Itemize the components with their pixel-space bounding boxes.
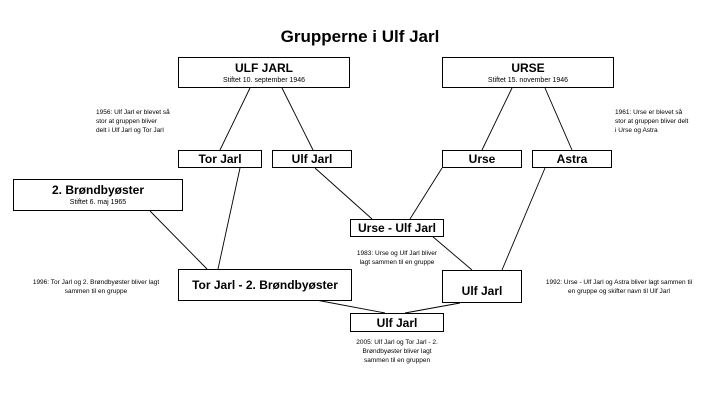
note-line: delt i Ulf Jarl og Tor Jarl (96, 127, 164, 134)
line-urse-urseulfjarl (409, 167, 443, 220)
box-founded: Stiftet 10. september 1946 (222, 76, 306, 84)
box-urse-mid: Urse (442, 150, 522, 168)
box-ulf-jarl-bottom: Ulf Jarl (350, 313, 444, 332)
note-line: 1961: Urse er blevet så (615, 109, 683, 116)
box-brondbyoster: 2. Brøndbyøster Stiftet 6. maj 1965 (13, 179, 183, 211)
note-line: i Urse og Astra (615, 127, 658, 134)
line-ulfjarl-urseulfjarl (314, 167, 373, 220)
line-astra-ulfjarlright (501, 167, 546, 271)
box-label: 2. Brøndbyøster (51, 183, 144, 197)
line-ulfjarlright-bottom (404, 302, 461, 314)
line-torjarl-merge (217, 167, 241, 270)
note-line: 1996: Tor Jarl og 2. Brøndbyøster bliver… (32, 279, 160, 286)
box-label: Astra (556, 152, 588, 166)
box-label: Tor Jarl - 2. Brøndbyøster (192, 278, 338, 292)
box-urse-top: URSE Stiftet 15. november 1946 (442, 57, 614, 88)
box-astra: Astra (532, 150, 612, 168)
line-ulfjarl-torjarl (219, 87, 251, 151)
note-1956: 1956: Ulf Jarl er blevet så stor at grup… (96, 108, 170, 135)
page-title: Grupperne i Ulf Jarl (280, 27, 440, 46)
box-label: Urse - Ulf Jarl (357, 221, 437, 235)
note-line: Brøndbyøster bliver lagt (362, 348, 432, 355)
box-label: Ulf Jarl (291, 152, 333, 166)
line-ulfjarl-ulfjarl (281, 87, 314, 151)
line-merge-bottom (315, 299, 386, 314)
note-line: sammen til en gruppe (64, 288, 128, 295)
note-1961: 1961: Urse er blevet så stor at gruppen … (615, 108, 688, 135)
box-founded: Stiftet 6. maj 1965 (69, 199, 127, 206)
box-label: ULF JARL (235, 60, 293, 75)
box-tor-jarl-brondbyoster: Tor Jarl - 2. Brøndbyøster (178, 269, 352, 301)
box-label: Ulf Jarl (461, 283, 503, 298)
line-urse-astra (544, 87, 573, 151)
note-2005: 2005: Ulf Jarl og Tor Jarl - 2. Brøndbyø… (340, 338, 454, 365)
box-label: Ulf Jarl (376, 315, 418, 330)
box-tor-jarl: Tor Jarl (178, 150, 262, 168)
box-urse-ulf-jarl: Urse - Ulf Jarl (350, 219, 444, 237)
note-line: stor at gruppen bliver delt (615, 118, 689, 125)
note-line: 1992: Urse - Ulf Jarl og Astra bliver la… (545, 279, 693, 286)
note-line: 1956: Ulf Jarl er blevet så (96, 109, 170, 116)
line-urseulfjarl-ulfjarlright (431, 235, 473, 271)
note-line: lagt sammen til en gruppe (359, 259, 435, 266)
note-line: 1983: Urse og Ulf Jarl bliver (356, 250, 438, 257)
note-line: en gruppe og skifter navn til Ulf Jarl (568, 288, 670, 295)
note-1992: 1992: Urse - Ulf Jarl og Astra bliver la… (530, 278, 708, 296)
box-founded: Stiftet 15. november 1946 (487, 76, 569, 84)
note-line: 2005: Ulf Jarl og Tor Jarl - 2. (356, 339, 438, 346)
box-label: Tor Jarl (198, 152, 242, 166)
box-ulf-jarl-mid: Ulf Jarl (272, 150, 352, 168)
box-ulf-jarl-top: ULF JARL Stiftet 10. september 1946 (178, 57, 350, 88)
box-label: URSE (511, 60, 545, 75)
line-urse-urse (481, 87, 513, 151)
note-line: stor at gruppen bliver (96, 118, 158, 125)
note-1983: 1983: Urse og Ulf Jarl bliver lagt samme… (340, 249, 454, 267)
line-brondbyoster-merge (149, 210, 208, 270)
box-label: Urse (468, 152, 496, 166)
note-line: sammen til en gruppen (363, 357, 431, 364)
box-ulf-jarl-right: Ulf Jarl (442, 270, 522, 303)
note-1996: 1996: Tor Jarl og 2. Brøndbyøster bliver… (20, 278, 172, 296)
